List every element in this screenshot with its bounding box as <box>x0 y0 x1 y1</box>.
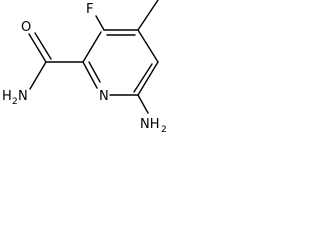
bond-c5-c6 <box>137 61 159 96</box>
bond-n1-c2 <box>82 61 98 89</box>
bond-c2-c3 <box>82 31 102 63</box>
chemical-structure: F O N H 2 N NH 2 <box>2 0 167 135</box>
bond-c4-c5 <box>137 29 159 63</box>
bond-carbonyl <box>28 33 47 63</box>
amino-h-subscript: 2 <box>161 125 167 135</box>
ring-nitrogen-label: N <box>99 89 109 104</box>
fluorine-label: F <box>86 2 93 17</box>
amide-h-label: H <box>2 89 12 104</box>
bond-c3-f <box>95 15 105 31</box>
bond-c6-amino <box>137 94 149 114</box>
bond-c5-c6-double <box>133 63 153 93</box>
bond-amide-n <box>29 61 47 90</box>
carbonyl-oxygen-label: O <box>21 20 31 35</box>
amide-n-label: N <box>18 89 28 104</box>
pyridine-ring <box>82 29 159 96</box>
bond-n1-c2-double <box>88 61 101 83</box>
bond-c4-methyl <box>137 0 159 31</box>
amide-h-subscript: 2 <box>12 97 18 107</box>
substituents <box>28 0 159 114</box>
amino-nh-label: NH <box>140 117 160 132</box>
bond-carbonyl-double <box>34 32 52 60</box>
